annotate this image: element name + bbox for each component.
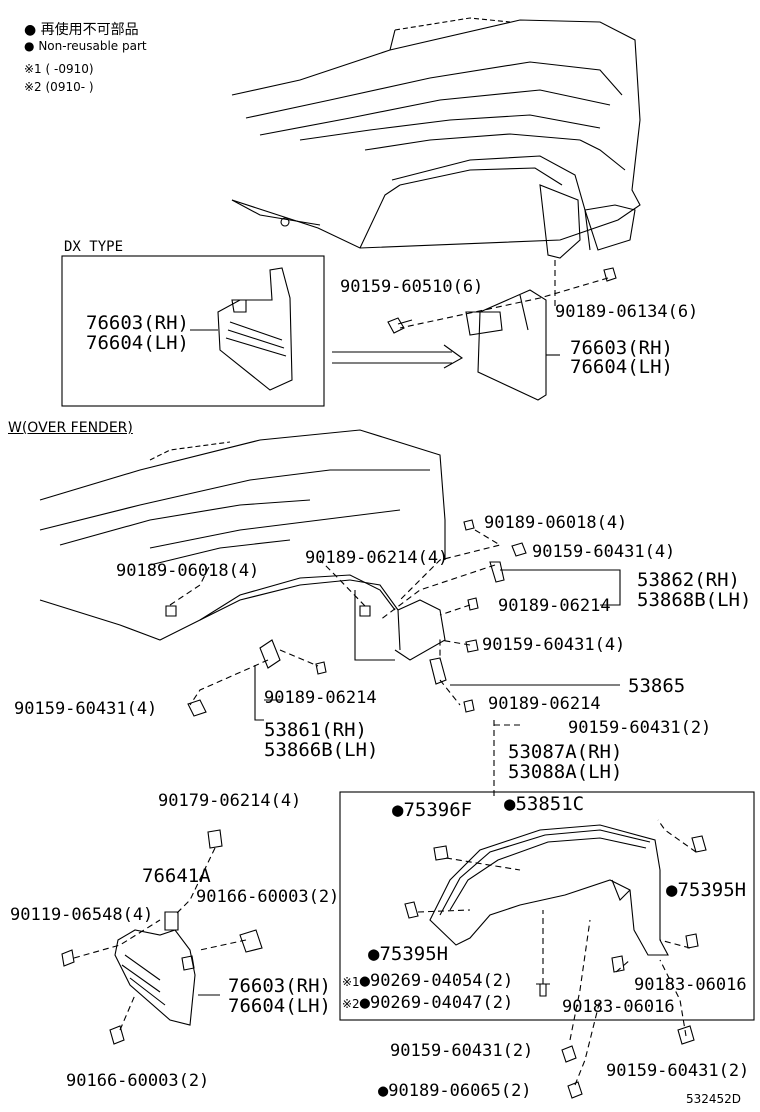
label-90269-04047[interactable]: ※2●90269-04047(2)	[342, 994, 513, 1012]
label-90269-04047-text: 90269-04047(2)	[369, 993, 514, 1013]
note1-mark: ※1	[342, 975, 360, 989]
label-53088A[interactable]: 53088A(LH)	[508, 761, 623, 783]
label-75396F-text: 75396F	[403, 799, 473, 821]
label-75395H-right[interactable]: ●75395H	[666, 880, 746, 901]
legend-non-reusable-jp: ● 再使用不可部品	[24, 22, 139, 38]
label-53851C[interactable]: ●53851C	[504, 794, 584, 815]
bolt-icon	[387, 317, 413, 334]
label-90189-06214-4[interactable]: 90189-06214(4)	[305, 548, 449, 568]
legend-en-text: Non-reusable part	[38, 39, 147, 53]
label-53861[interactable]: 53861(RH)	[264, 719, 367, 741]
arrow-icon	[332, 344, 464, 369]
label-90159-60431-2c[interactable]: 90159-60431(2)	[606, 1061, 750, 1081]
mudflap-bottom	[61, 829, 263, 1045]
mid-body-outline	[39, 429, 446, 661]
label-53868B[interactable]: 53868B(LH)	[637, 589, 752, 611]
label-90189-06065-text: 90189-06065(2)	[388, 1081, 532, 1101]
label-76603-bottom[interactable]: 76603(RH)	[228, 975, 331, 997]
label-90189-06018-b[interactable]: 90189-06018(4)	[116, 561, 260, 581]
diagram-ref-code: 532452D	[686, 1092, 742, 1106]
label-53862[interactable]: 53862(RH)	[637, 569, 740, 591]
over-fender-leaders	[417, 819, 697, 1086]
legend-non-reusable-en: ● Non-reusable part	[24, 39, 147, 53]
mid-leaders	[169, 529, 520, 800]
label-90159-60431-b[interactable]: 90159-60431(4)	[482, 635, 626, 655]
label-75395H-left-text: 75395H	[379, 943, 449, 965]
label-76603-top[interactable]: 76603(RH)	[570, 337, 673, 359]
label-90189-06214-c[interactable]: 90189-06214	[488, 694, 601, 714]
label-90269-04054[interactable]: ※1●90269-04054(2)	[342, 972, 513, 990]
nut-icon	[603, 267, 617, 282]
dx-type-box	[61, 255, 325, 407]
label-90189-06018-a[interactable]: 90189-06018(4)	[484, 513, 628, 533]
bullet-icon: ●	[24, 39, 35, 53]
label-90166-60003-b[interactable]: 90166-60003(2)	[66, 1071, 210, 1091]
legend-note1: ※1 ( -0910)	[24, 62, 94, 76]
label-90183-06016-b[interactable]: 90183-06016	[562, 997, 675, 1017]
over-fender-part	[404, 824, 707, 997]
dx-mudflap	[217, 267, 293, 391]
label-75395H-left[interactable]: ●75395H	[368, 944, 448, 965]
label-53087A[interactable]: 53087A(RH)	[508, 741, 623, 763]
non-reusable-mark-icon: ●	[378, 1081, 389, 1101]
label-90183-06016-a[interactable]: 90183-06016	[634, 975, 747, 995]
label-53851C-text: 53851C	[515, 793, 585, 815]
label-90189-06214-a[interactable]: 90189-06214	[498, 596, 611, 616]
label-90159-60431-2a[interactable]: 90159-60431(2)	[568, 718, 712, 738]
label-90189-06134[interactable]: 90189-06134(6)	[555, 302, 699, 322]
bottom-bolts	[561, 1025, 695, 1099]
note2-mark: ※2	[342, 997, 360, 1011]
non-reusable-mark-icon: ●	[504, 793, 516, 815]
legend-note2: ※2 (0910- )	[24, 80, 94, 94]
non-reusable-mark-icon: ●	[392, 799, 404, 821]
over-fender-box	[339, 791, 755, 1021]
label-90166-60003-a[interactable]: 90166-60003(2)	[196, 887, 340, 907]
legend-jp-text: 再使用不可部品	[40, 22, 139, 38]
non-reusable-mark-icon: ●	[359, 971, 370, 991]
label-75395H-right-text: 75395H	[677, 879, 747, 901]
label-76603-box[interactable]: 76603(RH)	[86, 312, 189, 334]
label-90269-04054-text: 90269-04054(2)	[369, 971, 514, 991]
non-reusable-mark-icon: ●	[359, 993, 370, 1013]
label-76604-bottom[interactable]: 76604(LH)	[228, 995, 331, 1017]
label-90119-06548[interactable]: 90119-06548(4)	[10, 905, 154, 925]
label-90189-06214-b[interactable]: 90189-06214	[264, 688, 377, 708]
label-90179-06214[interactable]: 90179-06214(4)	[158, 791, 302, 811]
label-90159-60431-c[interactable]: 90159-60431(4)	[14, 699, 158, 719]
section-w-over-fender: W(OVER FENDER)	[8, 420, 133, 436]
label-53866B[interactable]: 53866B(LH)	[264, 739, 379, 761]
label-76641A[interactable]: 76641A	[142, 865, 211, 887]
bullet-icon: ●	[24, 22, 37, 38]
non-reusable-mark-icon: ●	[368, 943, 380, 965]
mudflap-leaders	[73, 847, 247, 1031]
section-dx-type: DX TYPE	[64, 239, 124, 255]
label-90159-60510[interactable]: 90159-60510(6)	[340, 277, 484, 297]
top-body-outline	[231, 17, 641, 259]
label-76604-box[interactable]: 76604(LH)	[86, 332, 189, 354]
label-75396F[interactable]: ●75396F	[392, 800, 472, 821]
label-90159-60431-a[interactable]: 90159-60431(4)	[532, 542, 676, 562]
non-reusable-mark-icon: ●	[666, 879, 678, 901]
label-90159-60431-2b[interactable]: 90159-60431(2)	[390, 1041, 534, 1061]
label-76604-top[interactable]: 76604(LH)	[570, 356, 673, 378]
mudflap-top	[465, 289, 547, 401]
label-90189-06065[interactable]: ●90189-06065(2)	[378, 1082, 532, 1100]
label-53865[interactable]: 53865	[628, 675, 686, 697]
